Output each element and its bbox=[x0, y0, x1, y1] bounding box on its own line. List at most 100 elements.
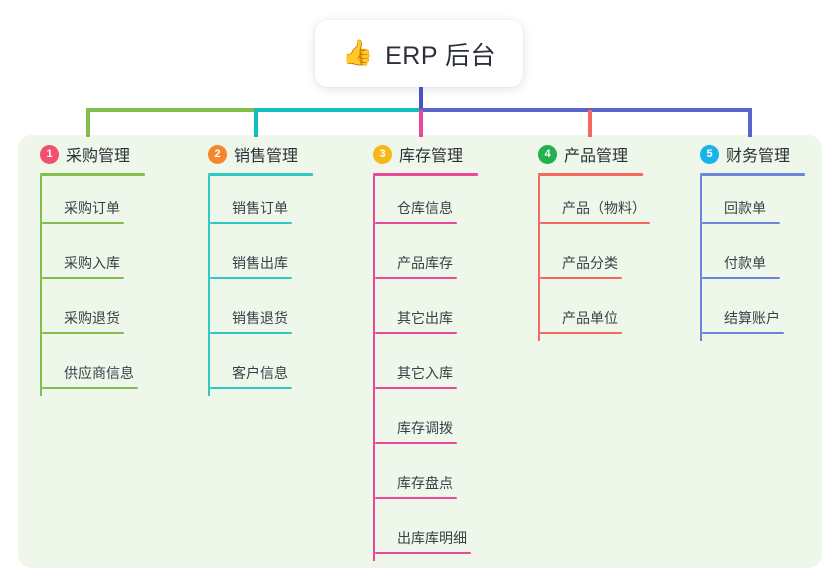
leaf-node[interactable]: 其它入库 bbox=[375, 341, 457, 396]
leaf-node[interactable]: 采购订单 bbox=[42, 176, 124, 231]
leaf-rule bbox=[210, 277, 292, 279]
leaf-rule bbox=[702, 277, 780, 279]
branch-title: 财务管理 bbox=[726, 148, 791, 165]
branch-number-badge: 2 bbox=[208, 144, 227, 164]
leaf-node[interactable]: 产品（物料） bbox=[540, 176, 650, 231]
leaf-rule bbox=[375, 552, 471, 554]
branch-header-rule bbox=[40, 173, 145, 176]
branch-header-3[interactable]: 3 库存管理 bbox=[373, 140, 478, 168]
branch-number-badge: 3 bbox=[373, 144, 392, 164]
root-node[interactable]: 👍 ERP 后台 bbox=[315, 20, 523, 87]
leaf-rule bbox=[42, 332, 124, 334]
branch-stub-2 bbox=[254, 110, 258, 137]
leaf-node[interactable]: 采购退货 bbox=[42, 286, 124, 341]
branch-leaf-list: 销售订单销售出库销售退货客户信息 bbox=[208, 176, 313, 396]
branch-column-1: 1 采购管理采购订单采购入库采购退货供应商信息 bbox=[40, 140, 145, 396]
branch-column-3: 3 库存管理仓库信息产品库存其它出库其它入库库存调拨库存盘点出库库明细 bbox=[373, 140, 478, 561]
leaf-label: 供应商信息 bbox=[64, 365, 134, 381]
leaf-node[interactable]: 仓库信息 bbox=[375, 176, 457, 231]
leaf-rule bbox=[540, 222, 650, 224]
branch-number-badge: 5 bbox=[700, 144, 719, 164]
leaf-rule bbox=[540, 277, 622, 279]
bus-segment-teal bbox=[254, 108, 421, 112]
leaf-label: 其它出库 bbox=[397, 310, 453, 326]
branch-column-5: 5 财务管理回款单付款单结算账户 bbox=[700, 140, 805, 341]
leaf-node[interactable]: 结算账户 bbox=[702, 286, 784, 341]
leaf-label: 产品单位 bbox=[562, 310, 618, 326]
leaf-label: 产品库存 bbox=[397, 255, 453, 271]
branch-stub-4 bbox=[588, 110, 592, 137]
branch-leaf-list: 产品（物料） 产品分类产品单位 bbox=[538, 176, 650, 341]
branch-title: 产品管理 bbox=[564, 148, 629, 165]
diagram-background-panel bbox=[18, 135, 822, 568]
leaf-node[interactable]: 其它出库 bbox=[375, 286, 457, 341]
leaf-node[interactable]: 库存调拨 bbox=[375, 396, 457, 451]
leaf-rule bbox=[375, 497, 457, 499]
leaf-node[interactable]: 销售退货 bbox=[210, 286, 292, 341]
leaf-rule bbox=[375, 222, 457, 224]
branch-header-1[interactable]: 1 采购管理 bbox=[40, 140, 145, 168]
root-node-title: ERP 后台 bbox=[385, 41, 497, 70]
leaf-rule bbox=[375, 442, 457, 444]
leaf-node[interactable]: 产品库存 bbox=[375, 231, 457, 286]
branch-spine bbox=[700, 176, 702, 341]
leaf-rule bbox=[375, 332, 457, 334]
leaf-node[interactable]: 采购入库 bbox=[42, 231, 124, 286]
leaf-label: 采购订单 bbox=[64, 200, 120, 216]
leaf-rule bbox=[375, 387, 457, 389]
branch-header-rule bbox=[373, 173, 478, 176]
branch-spine bbox=[538, 176, 540, 341]
leaf-rule bbox=[42, 222, 124, 224]
leaf-label: 销售退货 bbox=[232, 310, 288, 326]
branch-stub-3 bbox=[419, 110, 423, 137]
leaf-label: 库存调拨 bbox=[397, 420, 453, 436]
leaf-label: 采购退货 bbox=[64, 310, 120, 326]
leaf-rule bbox=[375, 277, 457, 279]
leaf-rule bbox=[702, 222, 780, 224]
branch-column-4: 4 产品管理产品（物料） 产品分类产品单位 bbox=[538, 140, 650, 341]
thumbs-up-icon: 👍 bbox=[341, 39, 374, 67]
leaf-node[interactable]: 出库库明细 bbox=[375, 506, 471, 561]
leaf-node[interactable]: 客户信息 bbox=[210, 341, 292, 396]
leaf-label: 出库库明细 bbox=[397, 530, 467, 546]
leaf-label: 产品（物料） bbox=[562, 200, 646, 216]
leaf-label: 产品分类 bbox=[562, 255, 618, 271]
leaf-node[interactable]: 供应商信息 bbox=[42, 341, 138, 396]
leaf-label: 回款单 bbox=[724, 200, 766, 216]
leaf-rule bbox=[210, 387, 292, 389]
leaf-rule bbox=[42, 277, 124, 279]
leaf-label: 其它入库 bbox=[397, 365, 453, 381]
leaf-node[interactable]: 产品分类 bbox=[540, 231, 622, 286]
leaf-label: 销售出库 bbox=[232, 255, 288, 271]
leaf-node[interactable]: 回款单 bbox=[702, 176, 780, 231]
leaf-node[interactable]: 付款单 bbox=[702, 231, 780, 286]
branch-number-badge: 4 bbox=[538, 144, 557, 164]
leaf-label: 销售订单 bbox=[232, 200, 288, 216]
branch-number-badge: 1 bbox=[40, 144, 59, 164]
branch-header-rule bbox=[208, 173, 313, 176]
branch-leaf-list: 采购订单采购入库采购退货供应商信息 bbox=[40, 176, 145, 396]
branch-header-5[interactable]: 5 财务管理 bbox=[700, 140, 805, 168]
leaf-node[interactable]: 销售出库 bbox=[210, 231, 292, 286]
branch-stub-1 bbox=[86, 110, 90, 137]
branch-spine bbox=[373, 176, 375, 561]
branch-leaf-list: 仓库信息产品库存其它出库其它入库库存调拨库存盘点出库库明细 bbox=[373, 176, 478, 561]
branch-title: 库存管理 bbox=[399, 148, 464, 165]
leaf-rule bbox=[210, 332, 292, 334]
branch-leaf-list: 回款单付款单结算账户 bbox=[700, 176, 805, 341]
leaf-rule bbox=[702, 332, 784, 334]
leaf-rule bbox=[540, 332, 622, 334]
branch-header-rule bbox=[700, 173, 805, 176]
leaf-node[interactable]: 产品单位 bbox=[540, 286, 622, 341]
branch-header-4[interactable]: 4 产品管理 bbox=[538, 140, 643, 168]
branch-title: 采购管理 bbox=[66, 148, 131, 165]
bus-segment-green bbox=[86, 108, 256, 112]
bus-segment-blue bbox=[419, 108, 752, 112]
leaf-node[interactable]: 库存盘点 bbox=[375, 451, 457, 506]
leaf-node[interactable]: 销售订单 bbox=[210, 176, 292, 231]
leaf-label: 客户信息 bbox=[232, 365, 288, 381]
branch-spine bbox=[40, 176, 42, 396]
